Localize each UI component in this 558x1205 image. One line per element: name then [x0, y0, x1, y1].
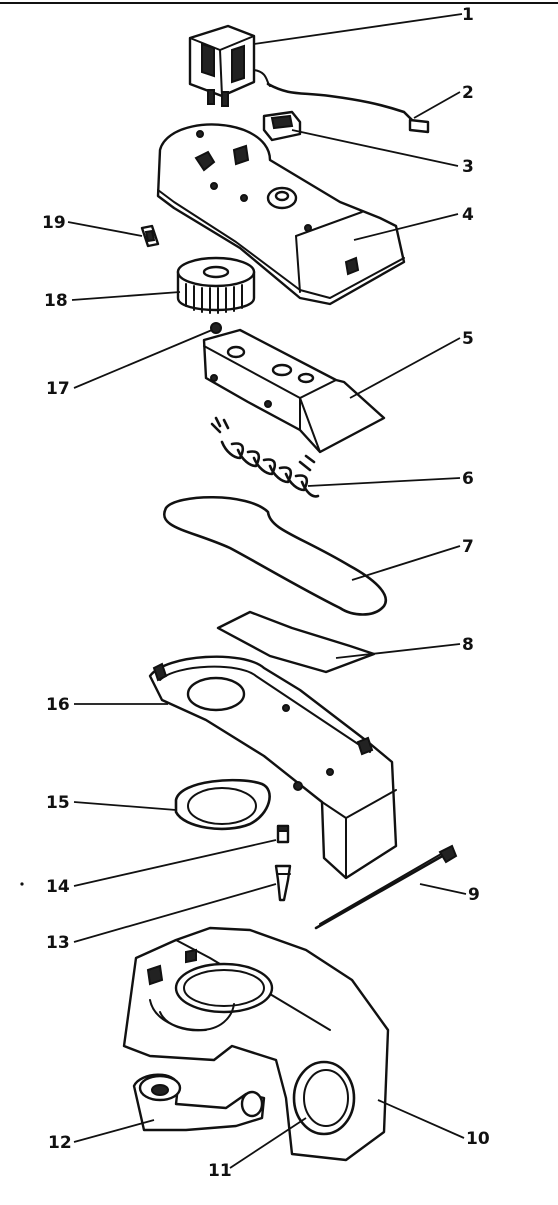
part-rod: [314, 844, 458, 930]
callout-1: 1: [462, 5, 474, 25]
callout-11: 11: [208, 1161, 232, 1181]
part-base-housing: [148, 655, 398, 880]
scan-speck: [20, 882, 24, 886]
callout-16: 16: [46, 695, 70, 715]
callout-7: 7: [462, 537, 474, 557]
part-heating-coil: [210, 416, 320, 498]
callout-18: 18: [44, 291, 68, 311]
part-elbow-tube: [132, 1073, 266, 1132]
part-sleeve: [276, 824, 290, 844]
part-gasket: [163, 495, 387, 616]
part-blower-wheel: [176, 256, 256, 314]
part-transformer: [188, 24, 271, 107]
part-switch: [262, 110, 302, 142]
callout-17: 17: [46, 379, 70, 399]
leader-lines: [67, 13, 467, 1169]
callout-12: 12: [48, 1133, 72, 1153]
callout-5: 5: [462, 329, 474, 349]
callout-6: 6: [462, 469, 474, 489]
part-clip: [140, 224, 160, 248]
callout-9: 9: [468, 885, 480, 905]
callout-15: 15: [46, 793, 70, 813]
callout-19: 19: [42, 213, 66, 233]
part-nut: [210, 322, 222, 334]
part-insulation-plate: [216, 610, 376, 674]
part-o-ring: [292, 1060, 356, 1136]
callout-8: 8: [462, 635, 474, 655]
callout-2: 2: [462, 83, 474, 103]
callout-labels: 1 2 3 4 5 6 7 8 9 10 11 12 13 14 15 16 1…: [42, 5, 490, 1181]
part-main-body: [122, 926, 390, 1162]
callout-4: 4: [462, 205, 474, 225]
part-wire-lead: [266, 82, 430, 134]
callout-13: 13: [46, 933, 70, 953]
part-heat-box: [202, 328, 386, 454]
callout-14: 14: [46, 877, 70, 897]
callout-10: 10: [466, 1129, 490, 1149]
part-ring-gasket: [174, 778, 271, 831]
part-motor-housing: [156, 123, 406, 306]
part-pin: [274, 864, 292, 902]
callout-3: 3: [462, 157, 474, 177]
